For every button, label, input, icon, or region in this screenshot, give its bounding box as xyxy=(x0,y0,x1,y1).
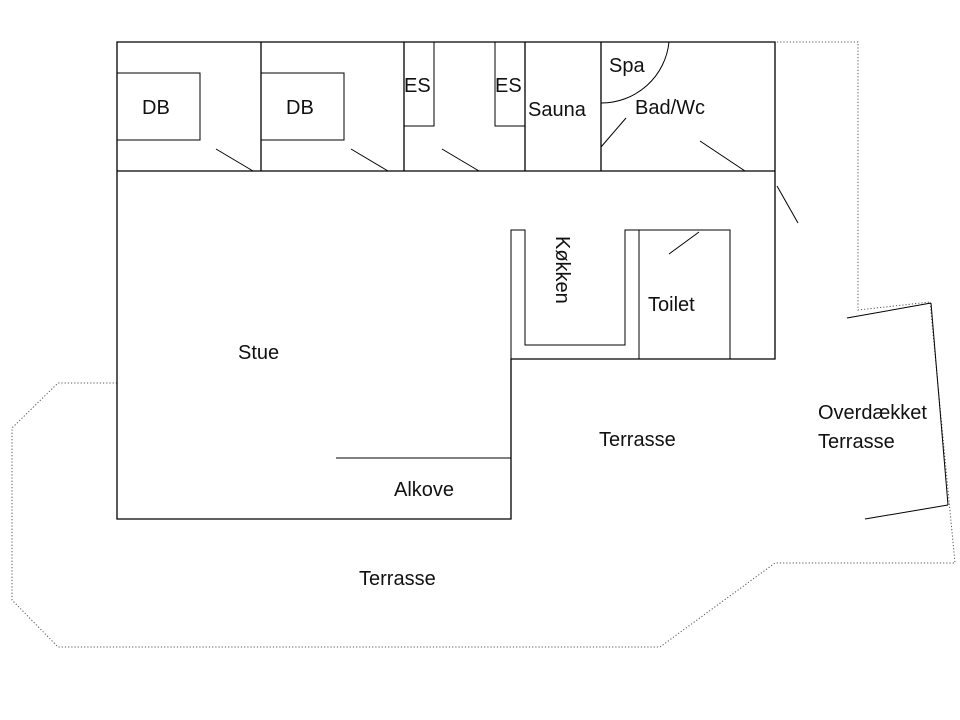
door-db-1 xyxy=(215,148,254,172)
label-es-1: ES xyxy=(404,75,431,97)
label-alkove: Alkove xyxy=(394,479,454,501)
double-bed-1 xyxy=(116,72,201,141)
label-covered-terrace-2: Terrasse xyxy=(818,431,895,453)
label-db-1: DB xyxy=(142,97,170,119)
label-es-2: ES xyxy=(495,75,522,97)
covered-terrace-edge-bottom xyxy=(864,504,949,520)
label-spa: Spa xyxy=(609,55,645,77)
wardrobe-1 xyxy=(403,41,435,127)
covered-terrace-edge-side xyxy=(930,302,949,506)
spa-arc xyxy=(600,41,670,104)
terrace-boundary xyxy=(11,41,956,648)
door-bad xyxy=(699,140,746,172)
wardrobe-2 xyxy=(494,41,526,127)
covered-terrace-edge-top xyxy=(846,302,932,319)
label-covered-terrace-1: Overdækket xyxy=(818,402,927,424)
label-sauna: Sauna xyxy=(528,99,587,121)
door-entrance xyxy=(776,185,799,224)
label-kokken: Køkken xyxy=(551,236,573,304)
door-db-2 xyxy=(350,148,389,172)
door-sauna xyxy=(600,117,627,148)
door-toilet xyxy=(668,231,700,255)
label-bad-wc: Bad/Wc xyxy=(635,97,705,119)
double-bed-2 xyxy=(260,72,345,141)
label-terrasse-inner: Terrasse xyxy=(599,429,676,451)
door-es-room xyxy=(441,148,480,172)
label-toilet: Toilet xyxy=(648,294,695,316)
kitchen-counter xyxy=(510,229,640,359)
label-stue: Stue xyxy=(238,342,279,364)
toilet-room xyxy=(639,229,731,359)
label-terrasse-outer: Terrasse xyxy=(359,568,436,590)
label-db-2: DB xyxy=(286,97,314,119)
